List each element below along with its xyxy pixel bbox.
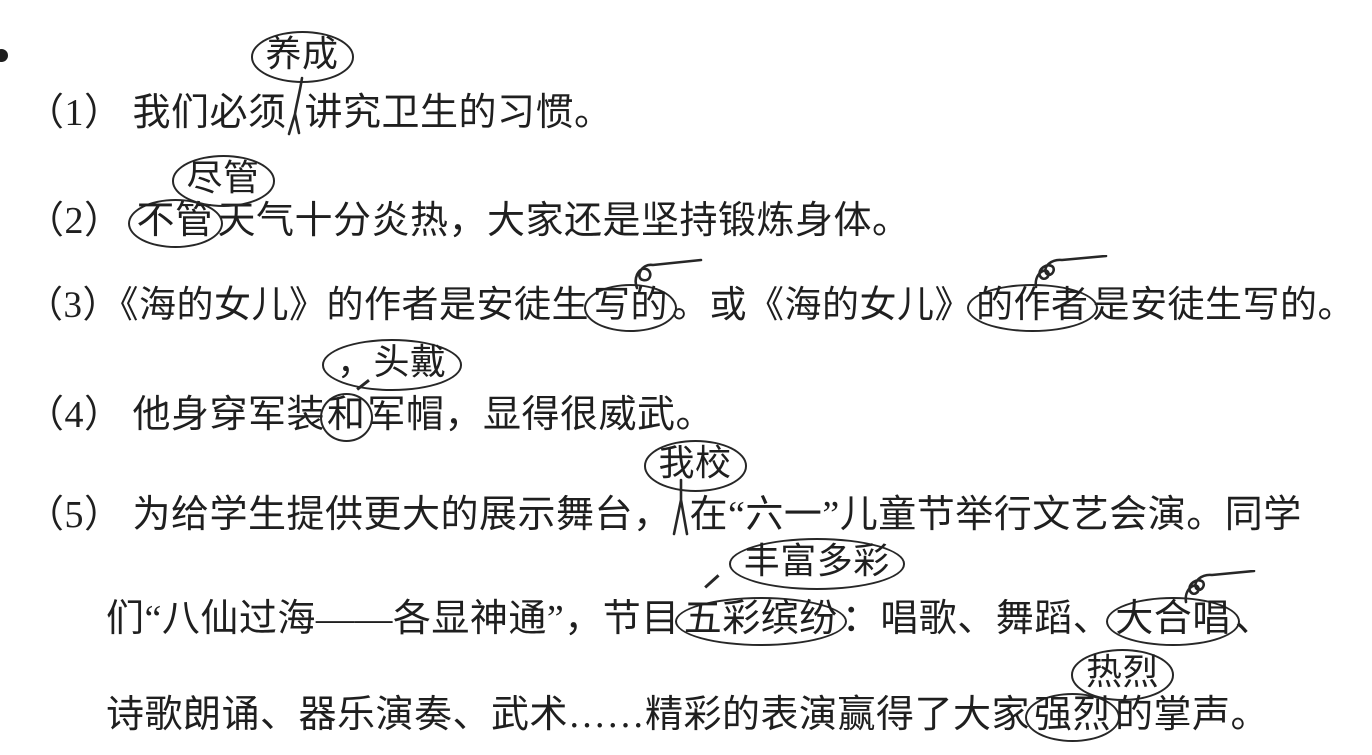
sentence-5c-post: 的掌声。 bbox=[1115, 694, 1270, 736]
sentence-5-continued-2: 诗歌朗诵、器乐演奏、武术……精彩的表演赢得了大家强烈热烈的掌声。 bbox=[106, 649, 1270, 743]
sentence-5-continued: 们“八仙过海——各显神通”，节目五彩缤纷 丰富多彩 ：唱歌、舞蹈、大合唱、 bbox=[106, 538, 1274, 647]
sentence-5: （5） 为给学生提供更大的展示舞台，我校在“六一”儿童节举行文艺会演。同学 bbox=[26, 440, 1302, 538]
sentence-5c-pre: 诗歌朗诵、器乐演奏、武术……精彩的表演赢得了大家 bbox=[106, 694, 1031, 736]
sentence-5b-post: 、 bbox=[1234, 598, 1274, 640]
circled-word-wrong: 和，头戴 bbox=[320, 339, 462, 443]
sentence-4: （4） 他身穿军装和，头戴军帽，显得很威武。 bbox=[26, 339, 715, 443]
circled-word-delete: 的作者 bbox=[967, 255, 1107, 332]
circled-word-wrong: 不管尽管 bbox=[127, 155, 275, 249]
sentence-5b-pre: 们“八仙过海——各显神通”，节目 bbox=[106, 598, 680, 640]
deletion-pigtail-icon bbox=[1033, 255, 1107, 289]
insertion-caret-icon: 我校 bbox=[643, 440, 747, 538]
sentence-3: （3）《海的女儿》的作者是安徒生写的。或《海的女儿》的作者是安徒生写的。 bbox=[26, 255, 1355, 332]
page-edge-dot bbox=[0, 49, 8, 62]
sentence-4-pre: （4） 他身穿军装 bbox=[26, 394, 326, 436]
sentence-3-pre: （3）《海的女儿》的作者是安徒生 bbox=[26, 285, 589, 326]
caret-stroke-icon bbox=[287, 76, 303, 136]
sentence-2-pre: （2） bbox=[26, 200, 133, 242]
sentence-5b-mid: ：唱歌、舞蹈、 bbox=[841, 598, 1112, 640]
circled-word-delete: 大合唱 bbox=[1106, 570, 1256, 647]
sentence-5-post: 在“六一”儿童节举行文艺会演。同学 bbox=[689, 494, 1302, 536]
deleted-word: 的作者 bbox=[976, 285, 1089, 326]
circled-word-delete: 写的 bbox=[584, 258, 703, 332]
sentence-5-pre: （5） 为给学生提供更大的展示舞台， bbox=[26, 494, 672, 536]
insertion-caret-icon: 养成 bbox=[250, 31, 354, 136]
circled-word-wrong: 强烈热烈 bbox=[1025, 649, 1175, 743]
correction-oval-replacement: 尽管 bbox=[171, 155, 275, 207]
connector-stroke bbox=[703, 574, 719, 589]
correction-oval-replacement: 丰富多彩 bbox=[728, 538, 905, 590]
sentence-1-post: 讲究卫生的习惯。 bbox=[304, 92, 613, 134]
circled-word-wrong: 五彩缤纷 丰富多彩 bbox=[674, 538, 905, 647]
sentence-1-pre: （1） 我们必须 bbox=[26, 92, 287, 134]
wrong-word: 不管 bbox=[136, 200, 214, 242]
sentence-2: （2） 不管尽管天气十分炎热，大家还是坚持锻炼身体。 bbox=[26, 155, 911, 249]
wrong-word: 强烈 bbox=[1034, 694, 1112, 736]
correction-oval-insert: 养成 bbox=[250, 31, 354, 83]
correction-oval-replacement: ，头戴 bbox=[322, 339, 462, 391]
sentence-3-post: 是安徒生写的。 bbox=[1092, 285, 1355, 326]
correction-oval-replacement: 热烈 bbox=[1071, 649, 1175, 701]
sentence-4-post: 军帽，显得很威武。 bbox=[367, 394, 715, 436]
wrong-word: 五彩缤纷 bbox=[683, 598, 838, 640]
sentence-3-mid: 。或《海的女儿》 bbox=[672, 285, 972, 326]
wrong-word: 和 bbox=[327, 394, 366, 436]
sentence-1: （1） 我们必须 养成讲究卫生的习惯。 bbox=[26, 31, 613, 136]
correction-oval-insert: 我校 bbox=[643, 440, 747, 492]
deleted-word: 大合唱 bbox=[1115, 598, 1231, 640]
deleted-word: 写的 bbox=[593, 285, 668, 326]
sentence-2-post: 天气十分炎热，大家还是坚持锻炼身体。 bbox=[217, 200, 911, 242]
